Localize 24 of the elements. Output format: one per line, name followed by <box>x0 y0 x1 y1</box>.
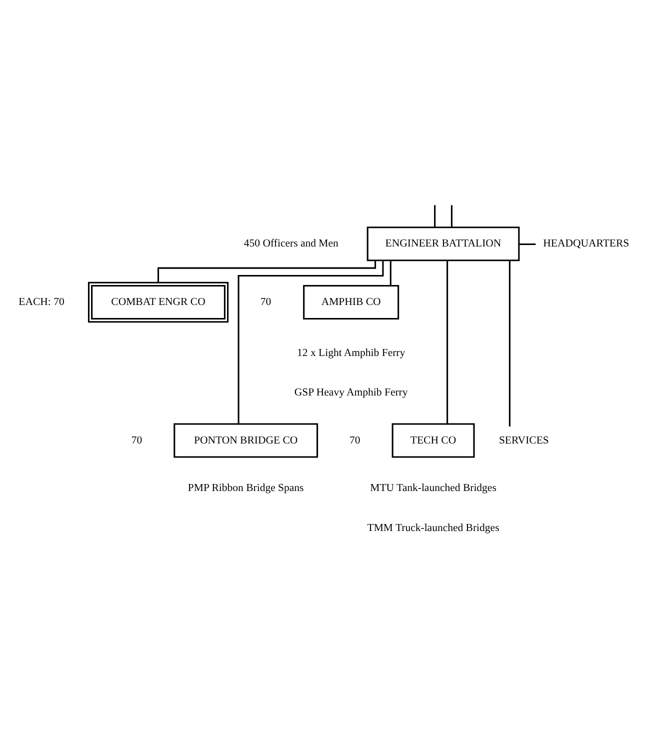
node-label: 12 x Light Amphib Ferry <box>297 346 406 358</box>
connector <box>519 242 536 245</box>
connector <box>446 260 448 424</box>
node-text: HEADQUARTERS <box>543 237 630 250</box>
node-text: SERVICES <box>498 434 549 446</box>
connector <box>450 204 452 227</box>
node-label: MTU Tank-launched Bridges <box>370 481 496 494</box>
node-label: EACH: 70 <box>18 296 64 308</box>
node-label: 450 Officers and Men <box>244 237 338 250</box>
node-box: PONTON BRIDGE CO <box>174 422 318 458</box>
node-label: 70 <box>131 434 142 446</box>
node-box: AMPHIB CO <box>303 284 400 320</box>
node-box: COMBAT ENGR CO <box>88 281 229 322</box>
node-box: TECH CO <box>392 422 475 458</box>
connector <box>434 204 436 227</box>
node-label: 70 <box>260 296 272 308</box>
node-label: 70 <box>350 434 360 446</box>
connector <box>238 260 384 424</box>
node-label: GSP Heavy Amphib Ferry <box>294 386 408 398</box>
node-label: PMP Ribbon Bridge Spans <box>188 481 304 494</box>
node-label: TMM Truck-launched Bridges <box>367 521 500 534</box>
connector <box>390 260 392 286</box>
connector <box>508 260 510 426</box>
node-box: ENGINEER BATTALION <box>366 226 520 261</box>
